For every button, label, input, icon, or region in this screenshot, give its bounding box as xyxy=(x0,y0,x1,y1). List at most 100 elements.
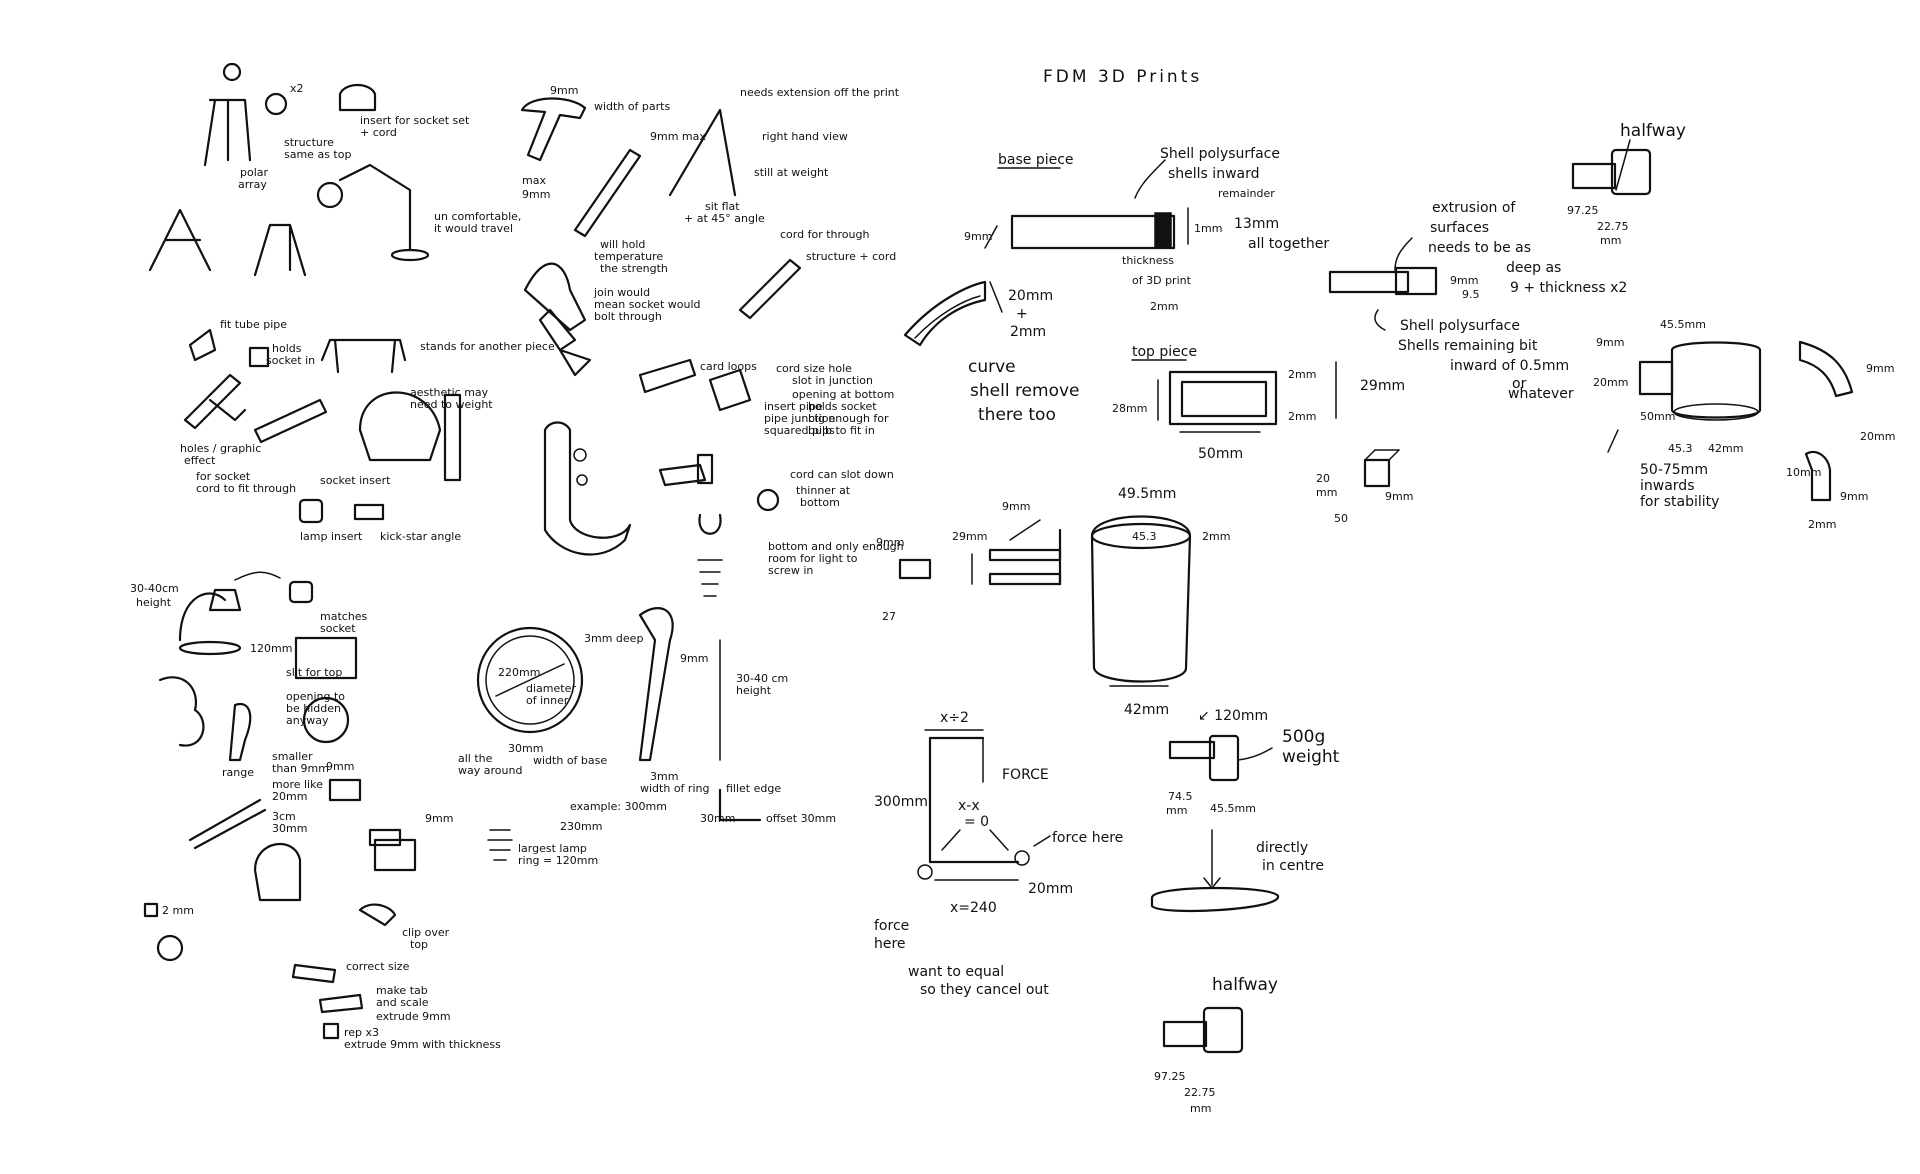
force-20mm: 20mm xyxy=(1028,881,1073,897)
rep3-2: extrude 9mm with thickness xyxy=(344,1038,501,1051)
lamp-r-45-5: 45.5mm xyxy=(1660,318,1706,331)
cord-slot-1: cord can slot down xyxy=(790,468,894,481)
extrusion-2: surfaces xyxy=(1430,220,1489,236)
slab-top xyxy=(988,548,1062,562)
will-hold-2: temperature xyxy=(594,250,663,263)
base-9mm: 9mm xyxy=(964,230,992,243)
lamp-coil xyxy=(538,308,592,377)
force-frame xyxy=(928,736,1020,864)
curve-shell-1: curve xyxy=(968,357,1016,377)
pipe-join xyxy=(658,463,707,487)
tiny-circle xyxy=(156,934,184,962)
halfway-top-arm xyxy=(1571,162,1617,190)
opening-1: opening to xyxy=(286,690,345,703)
bottom-half-1: bottom and only enough xyxy=(768,540,904,553)
lamp-r-42: 42mm xyxy=(1708,442,1743,455)
lamp-l-shape xyxy=(543,421,632,556)
uncomf-1: un comfortable, xyxy=(434,210,521,223)
base-9-arrow xyxy=(984,225,998,249)
lamp-30-40: 30-40cm xyxy=(130,582,179,595)
weight-120mm: ↙ 120mm xyxy=(1198,708,1268,724)
lamp-ring-base xyxy=(178,640,242,656)
small-cube-edge1 xyxy=(1364,449,1376,461)
force-here-r: force here xyxy=(1052,830,1123,846)
stands-label: stands for another piece xyxy=(420,340,555,353)
top-50mm: 50mm xyxy=(1198,446,1243,462)
more-like-1: more like xyxy=(272,778,323,791)
halfway-bot: halfway xyxy=(1212,975,1278,995)
will-hold-1: will hold xyxy=(600,238,645,251)
extrusion-1: extrusion of xyxy=(1432,200,1516,216)
force-arrow-l xyxy=(941,829,961,851)
bottom-half-2: room for light to xyxy=(768,552,858,565)
h30-40-1: 30-40 cm xyxy=(736,672,788,685)
clamp-sketches: 9mm width of parts max 9mm 9mm max sit f… xyxy=(520,84,900,377)
example: example: 300mm xyxy=(570,800,667,813)
halfway-top-9725: 97.25 xyxy=(1567,204,1599,217)
cyl-49-5: 49.5mm xyxy=(1118,486,1176,502)
shell-note-3: remainder xyxy=(1218,187,1275,200)
base-piece-wall xyxy=(1154,212,1172,248)
arc-9mm: 9mm xyxy=(680,652,708,665)
make-tab-1: make tab xyxy=(376,984,428,997)
clamp-9mm: 9mm xyxy=(550,84,578,97)
shell-arrow xyxy=(1134,159,1166,199)
cancel-1: want to equal xyxy=(908,964,1004,980)
halfway-top: halfway xyxy=(1620,121,1686,141)
top-piece-inner xyxy=(1180,380,1268,418)
curve-20mm: 20mm xyxy=(1008,288,1053,304)
lamp-ring-inner xyxy=(485,635,575,725)
page-title: FDM 3D Prints xyxy=(1043,67,1202,87)
halfway-top-mark xyxy=(1615,139,1631,191)
cancel-2: so they cancel out xyxy=(920,982,1049,998)
force-ball-l xyxy=(917,864,933,880)
big-enough-1: big enough for xyxy=(808,412,889,425)
lamp-r-9mm: 9mm xyxy=(1596,336,1624,349)
ring-3mm: 3mm deep xyxy=(584,632,643,645)
top-28mm: 28mm xyxy=(1112,402,1147,415)
width-base: width of base xyxy=(533,754,607,767)
thinner-1: thinner at xyxy=(796,484,851,497)
tripod-sketch xyxy=(668,108,737,197)
opening-3: anyway xyxy=(286,714,329,727)
offset: offset 30mm xyxy=(766,812,836,825)
small-cube xyxy=(1363,458,1391,488)
weight-500g: 500g xyxy=(1282,727,1325,747)
extrusion-9: 9.5 xyxy=(1462,288,1480,301)
cm30: 30mm xyxy=(272,822,307,835)
matches-2: socket xyxy=(320,622,356,635)
extrusion-tab xyxy=(1394,266,1438,296)
slit-top-1: slit for top xyxy=(286,666,342,679)
lamp-r-hook-9: 9mm xyxy=(1840,490,1868,503)
small-cube-edge2 xyxy=(1388,449,1400,461)
force-x2: x÷2 xyxy=(940,710,969,726)
top-piece-label: top piece xyxy=(1132,344,1197,360)
ring-diameter xyxy=(495,663,565,697)
junction-box xyxy=(708,368,752,412)
stack-9mm: 9mm xyxy=(425,812,453,825)
curve-20-arrow xyxy=(989,281,1003,313)
max-1: max xyxy=(522,174,546,187)
top-29mm: 29mm xyxy=(1360,378,1405,394)
m9mm-d: 9mm xyxy=(326,760,354,773)
force-here-r-arrow xyxy=(1033,835,1051,847)
desk-bulb xyxy=(316,181,344,209)
halfway-top-2275: 22.75 xyxy=(1597,220,1629,233)
shell2-4: or xyxy=(1512,376,1527,392)
card-loops: card loops xyxy=(700,360,757,373)
base-13mm: 13mm xyxy=(1234,216,1279,232)
slab-9mm: 9mm xyxy=(1002,500,1030,513)
join-2: mean socket would xyxy=(594,298,701,311)
insert-note-1: insert for socket set xyxy=(360,114,470,127)
big-enough-2: bulb to fit in xyxy=(808,424,875,437)
force-x240: x=240 xyxy=(950,900,997,916)
for-socket-2: cord to fit through xyxy=(196,482,296,495)
weight-arm xyxy=(1168,740,1216,760)
extrusion-5: 9 + thickness x2 xyxy=(1510,280,1627,296)
base-piece-group: base piece 9mm 1mm 13mm all together She… xyxy=(903,146,1329,425)
cyl-45-3: 45.3 xyxy=(1132,530,1157,543)
pipe-socket xyxy=(696,453,714,485)
lamp-arm-right-group: 45.5mm 9mm 20mm 50mm 45.3 42mm 50-75mm i… xyxy=(1593,318,1895,531)
cylinder-group: 49.5mm 45.3 2mm 42mm 9mm 29mm 9mm 27 xyxy=(876,486,1230,718)
triangles-line xyxy=(188,798,267,850)
